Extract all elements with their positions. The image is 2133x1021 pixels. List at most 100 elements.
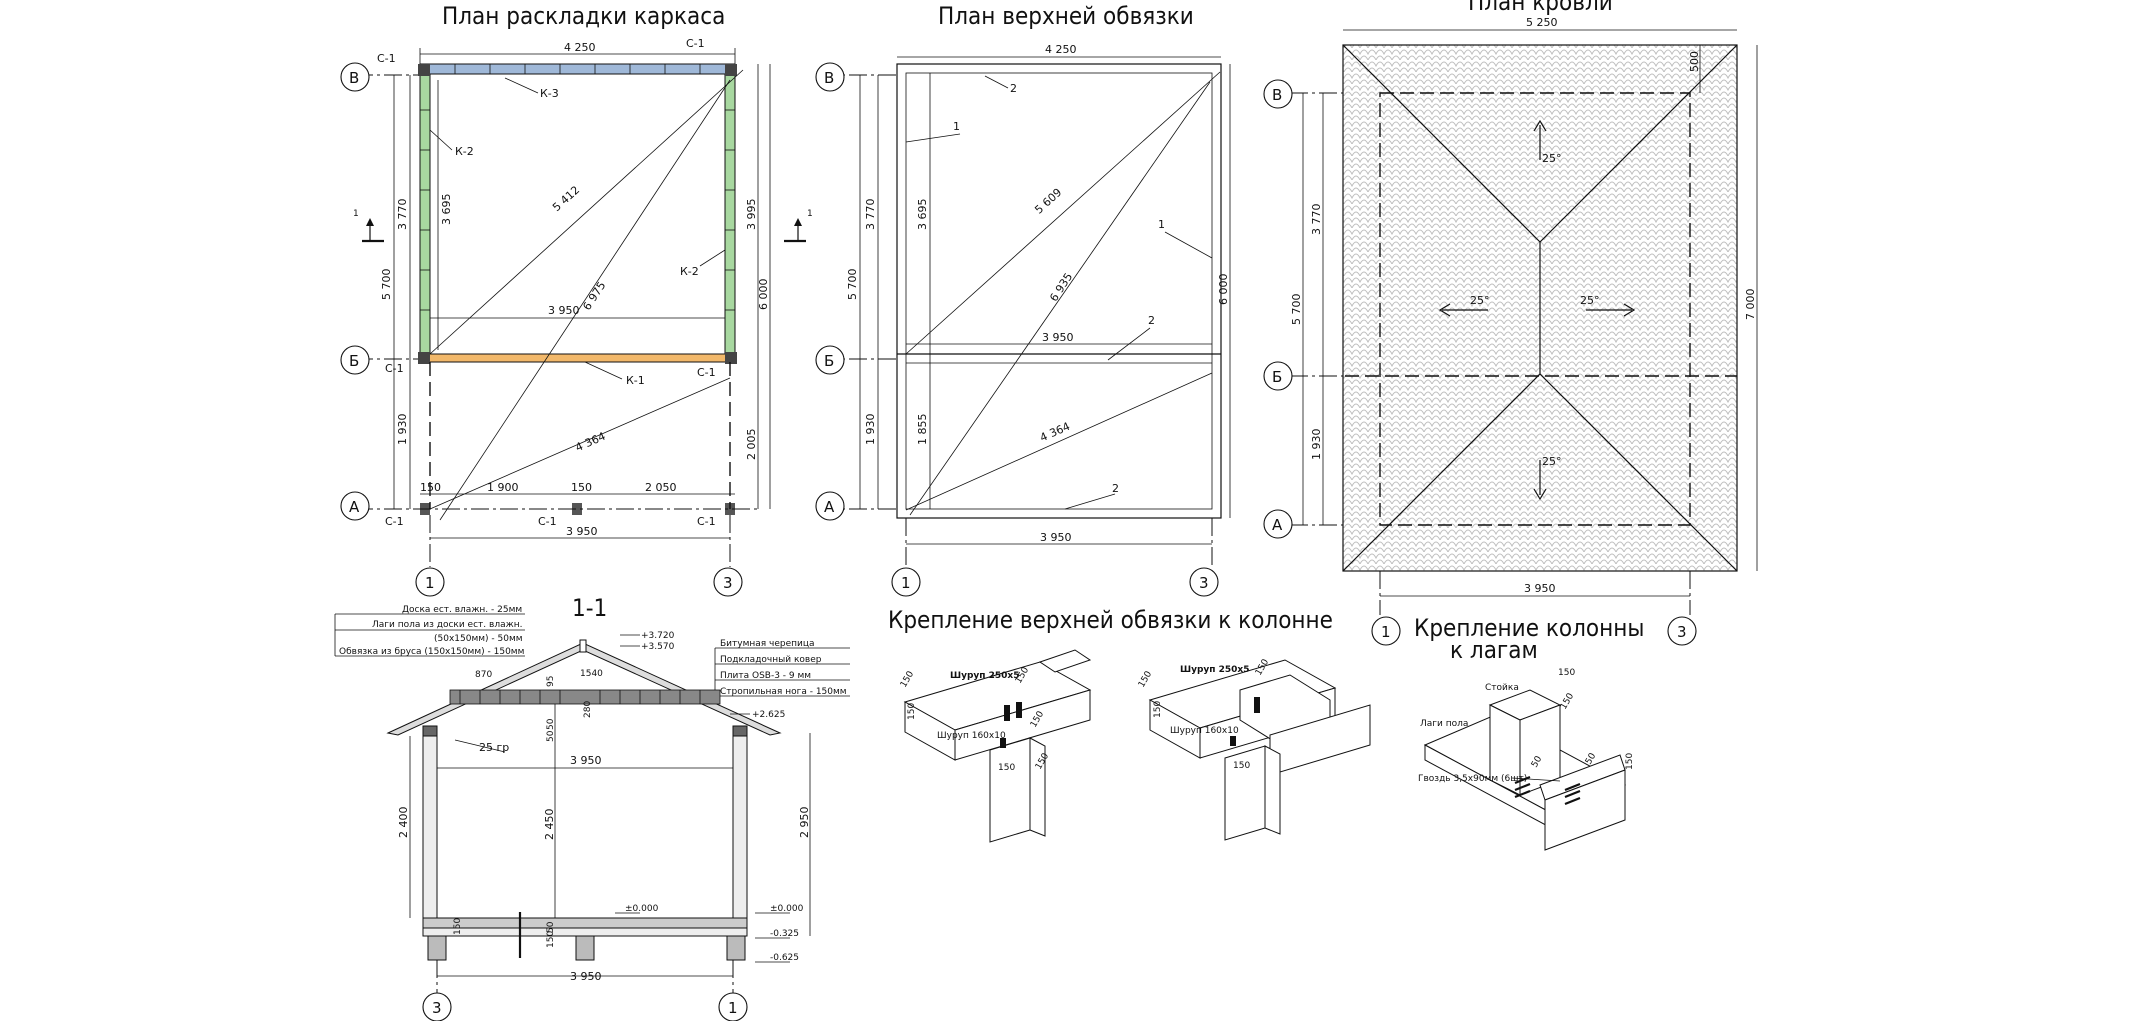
roof-dim-overhang: 500 (1688, 51, 1701, 72)
svg-text:1: 1 (1381, 623, 1391, 641)
svg-text:±0.000: ±0.000 (770, 904, 804, 914)
svg-text:25°: 25° (1542, 455, 1562, 468)
section-dim-tie: 280 (583, 701, 593, 718)
svg-text:А: А (824, 498, 835, 516)
section-levels: +3.720 +3.570 +2.625 ±0.000 ±0.000 -0.32… (615, 631, 804, 963)
svg-text:1: 1 (425, 574, 435, 592)
svg-text:+3.720: +3.720 (641, 631, 675, 641)
section-slope: 25 гр (479, 741, 509, 754)
slope-arrow-north: 25° (1533, 119, 1562, 165)
svg-text:+3.570: +3.570 (641, 642, 675, 652)
section-dim-bottom: 3 950 (570, 970, 602, 983)
frame-dim-inner-height: 3 695 (440, 194, 453, 226)
plate-dim-bottom-total: 3 950 (1040, 531, 1072, 544)
frame-dim-diag-lower: 6 975 (580, 279, 608, 312)
floor-slab (422, 917, 748, 929)
section-dim-rise: 95 (546, 676, 556, 687)
axis-bubble-a-roof: А (1263, 509, 1293, 539)
frame-dim-left-lower: 1 930 (396, 414, 409, 446)
post-c1-tl (418, 64, 430, 76)
plate-dim-diag-short: 4 364 (1038, 420, 1072, 445)
section-dim-top-inner2: 50 (546, 718, 556, 730)
axis-bubble-a-plate: А (815, 491, 845, 521)
axis-bubble-3-roof: 3 (1667, 616, 1697, 646)
svg-text:25°: 25° (1470, 294, 1490, 307)
frame-dim-bottom-c: 150 (571, 481, 592, 494)
svg-text:Битумная черепица: Битумная черепица (720, 639, 815, 649)
post-c1-tr (725, 64, 737, 76)
detail-plate-to-column: Крепление верхней обвязки к колонне Шуру… (888, 606, 1371, 843)
roof-dim-top: 5 250 (1526, 16, 1558, 29)
section-1-1: 1-1 Доска ест. влажн. - 25мм Лаги пола и… (334, 594, 850, 1021)
plate-dim-inner-width: 3 950 (1042, 331, 1074, 344)
svg-text:25°: 25° (1580, 294, 1600, 307)
roof-dim-left-upper: 3 770 (1310, 204, 1323, 236)
frame-dim-bottom-a: 150 (420, 481, 441, 494)
beam-k2-right (724, 73, 736, 355)
axis-bubble-v-roof: В (1263, 79, 1293, 109)
label-c1: С-1 (377, 52, 396, 65)
frame-dim-bottom-d: 2 050 (645, 481, 677, 494)
roof-wall-outline (1379, 92, 1691, 526)
svg-text:Б: Б (349, 352, 359, 370)
svg-text:Шуруп 250х5: Шуруп 250х5 (950, 671, 1020, 681)
section-dim-top-inner: 50 (546, 730, 556, 742)
svg-text:Шуруп 160х10: Шуруп 160х10 (937, 731, 1006, 741)
svg-text:150: 150 (1559, 691, 1576, 711)
section-dim-span: 3 950 (570, 754, 602, 767)
beam-k1 (419, 353, 736, 363)
top-plate-plan: План верхней обвязки 4 250 5 609 6 935 4… (815, 2, 1231, 597)
frame-dim-inner-width: 3 950 (548, 304, 580, 317)
svg-text:150: 150 (1625, 753, 1635, 770)
svg-text:А: А (349, 498, 360, 516)
frame-dim-top: 4 250 (564, 41, 596, 54)
svg-text:В: В (1272, 86, 1282, 104)
section-dim-floor-c: 150 (546, 931, 556, 948)
plate-outline-inner (905, 72, 1213, 510)
axis-bubble-3-frame: 3 (713, 567, 743, 597)
axis-bubble-b-roof: Б (1263, 361, 1293, 391)
axis-bubble-1-roof: 1 (1371, 616, 1401, 646)
frame-dim-diag-upper: 5 412 (550, 183, 582, 214)
svg-text:150: 150 (907, 703, 917, 720)
svg-text:Б: Б (1272, 368, 1282, 386)
frame-dim-right-upper: 3 995 (745, 199, 758, 231)
svg-text:Стропильная нога - 150мм: Стропильная нога - 150мм (720, 687, 847, 697)
slope-arrow-south: 25° (1533, 455, 1562, 501)
section-dim-ridge-w: 1540 (580, 669, 603, 679)
axis-bubble-1-section: 1 (718, 992, 748, 1021)
svg-text:(50х150мм) - 50мм: (50х150мм) - 50мм (434, 634, 523, 644)
plate-dim-inner-upper: 3 695 (916, 199, 929, 231)
slope-arrow-east: 25° (1580, 294, 1636, 317)
plate-dim-diag-lower: 6 935 (1047, 271, 1075, 304)
axis-bubble-a-frame: А (340, 491, 370, 521)
detail-joists-title-line2: к лагам (1450, 636, 1538, 664)
plate-label-2: 2 (1010, 82, 1017, 95)
section-dim-floor-b: 50 (546, 921, 556, 933)
frame-dim-right-total: 6 000 (757, 279, 770, 311)
svg-text:25°: 25° (1542, 152, 1562, 165)
wall-right (732, 732, 748, 926)
svg-text:150: 150 (1558, 668, 1575, 678)
beam-k3 (419, 63, 736, 75)
plate-dim-left-total: 5 700 (846, 269, 859, 301)
roof-dim-right-total: 7 000 (1744, 289, 1757, 321)
label-c1: С-1 (538, 515, 557, 528)
post-c1-ml (418, 352, 430, 364)
section-dim-floor-a: 150 (453, 918, 463, 935)
svg-text:Плита OSB-3 - 9 мм: Плита OSB-3 - 9 мм (720, 671, 811, 681)
plate-dim-diag-upper: 5 609 (1032, 186, 1064, 217)
post-c1-mr (725, 352, 737, 364)
svg-text:3: 3 (1199, 574, 1209, 592)
svg-text:-0.625: -0.625 (770, 953, 799, 963)
plate-dim-inner-lower: 1 855 (916, 414, 929, 446)
section-legend-left: Доска ест. влажн. - 25мм Лаги пола из до… (334, 605, 525, 657)
frame-dim-bottom-b: 1 900 (487, 481, 519, 494)
svg-text:+2.625: +2.625 (752, 710, 785, 720)
svg-text:-0.325: -0.325 (770, 929, 799, 939)
svg-text:1: 1 (901, 574, 911, 592)
svg-text:3: 3 (723, 574, 733, 592)
svg-text:1: 1 (728, 999, 738, 1017)
svg-text:В: В (824, 69, 834, 87)
section-dim-mid-h: 2 450 (543, 809, 556, 841)
